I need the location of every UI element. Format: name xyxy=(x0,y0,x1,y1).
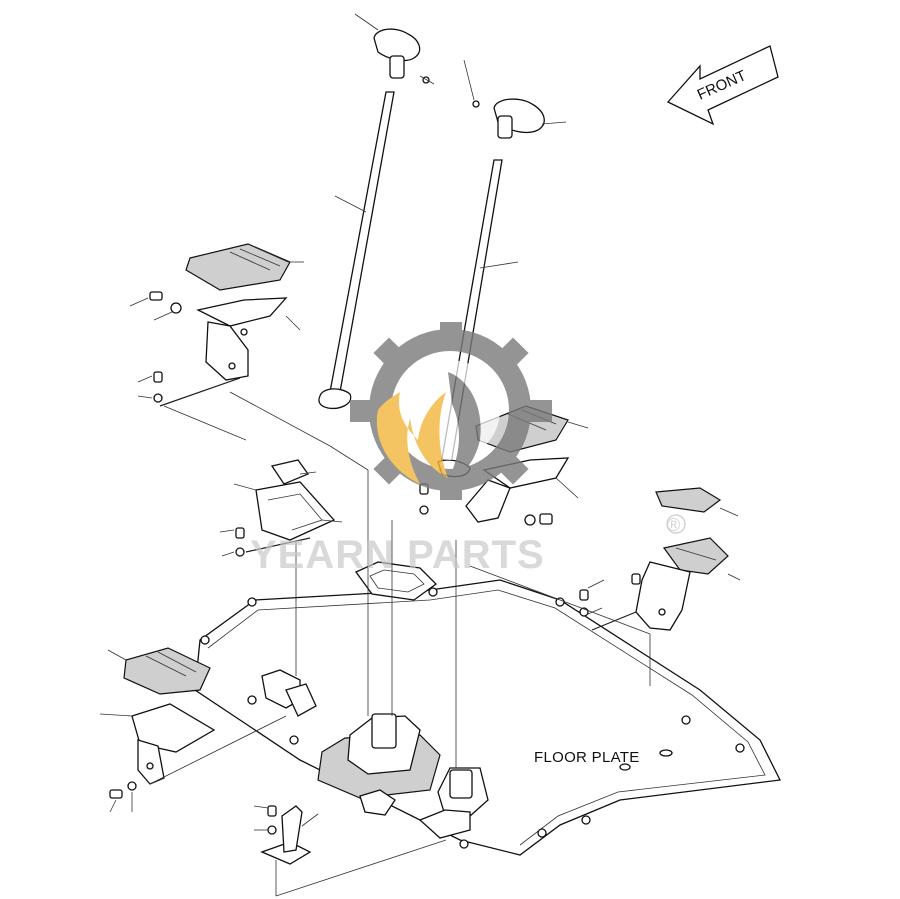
explode-lines xyxy=(149,391,651,897)
floor-handle xyxy=(261,561,437,717)
floor-plate-label: FLOOR PLATE xyxy=(534,749,640,766)
front-direction-arrow: FRONT xyxy=(666,45,779,126)
registered-mark: ® xyxy=(667,515,680,535)
floor-plate: FLOOR PLATE xyxy=(194,579,781,856)
right-pedal xyxy=(579,487,741,631)
lower-left-pedal xyxy=(99,647,216,813)
upper-left-pedal xyxy=(129,243,304,407)
yearn-parts-watermark: YEARN PARTS ® xyxy=(250,322,686,577)
flame-logo-icon xyxy=(376,372,481,486)
pilot-valve-assembly xyxy=(317,713,489,839)
watermark-brand-text: YEARN PARTS xyxy=(250,533,545,577)
bottom-bracket xyxy=(253,805,319,865)
mid-left-bracket xyxy=(219,459,343,557)
left-travel-lever xyxy=(318,13,435,410)
